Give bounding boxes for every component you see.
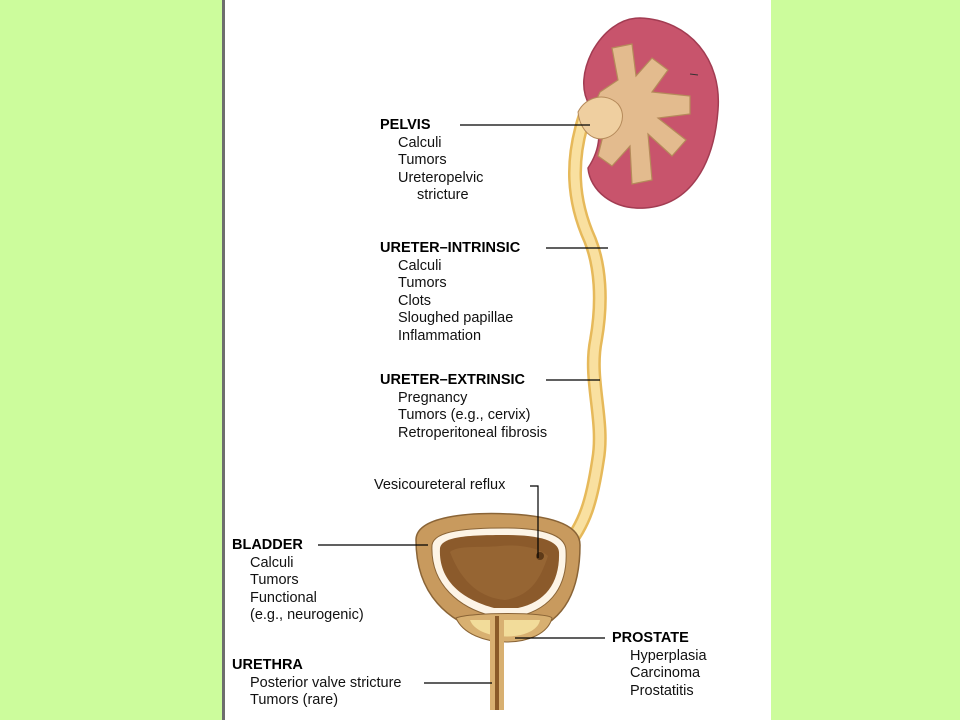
pelvis-item: Calculi xyxy=(398,134,442,151)
prostate-item: Prostatitis xyxy=(630,682,694,699)
pelvis-item: Tumors xyxy=(398,152,447,168)
bladder-item: Functional xyxy=(250,589,317,606)
ureter-intrinsic-item: Tumors xyxy=(398,275,447,291)
vesicoureteral-leader xyxy=(530,485,539,558)
bladder-item: Calculi xyxy=(250,554,294,571)
renal-pelvis xyxy=(577,96,623,140)
bladder-item: (e.g., neurogenic) xyxy=(250,607,364,623)
ureter-extrinsic-item: Tumors (e.g., cervix) xyxy=(398,407,531,423)
kidney-medulla xyxy=(587,43,691,185)
bladder-label: BLADDER Calculi Tumors Functional (e.g.,… xyxy=(232,537,364,625)
vesicoureteral-reflux-label: Vesicoureteral reflux xyxy=(374,477,506,493)
urethra-item: Posterior valve stricture xyxy=(250,674,402,691)
urethra-heading: URETHRA xyxy=(232,657,303,673)
bladder-heading: BLADDER xyxy=(232,537,303,553)
ureter-intrinsic-heading: URETER–INTRINSIC xyxy=(380,240,521,256)
kidney xyxy=(577,17,720,209)
pelvis-heading: PELVIS xyxy=(380,117,431,133)
pelvis-item: stricture xyxy=(417,187,469,203)
prostate-item: Carcinoma xyxy=(630,665,701,681)
urethra xyxy=(490,616,504,710)
ureter-intrinsic-item: Clots xyxy=(398,292,432,309)
prostate-heading: PROSTATE xyxy=(612,630,689,646)
ureter-extrinsic-label: URETER–EXTRINSIC Pregnancy Tumors (e.g.,… xyxy=(380,372,547,442)
pelvis-label: PELVIS Calculi Tumors Ureteropelvic stri… xyxy=(380,117,483,205)
ureter-intrinsic-item: Sloughed papillae xyxy=(398,310,514,326)
prostate-label: PROSTATE Hyperplasia Carcinoma Prostatit… xyxy=(612,630,707,700)
bladder xyxy=(415,512,581,633)
ureter-extrinsic-item: Pregnancy xyxy=(398,389,468,406)
ureter-intrinsic-item: Inflammation xyxy=(398,327,482,344)
ureter-intrinsic-label: URETER–INTRINSIC Calculi Tumors Clots Sl… xyxy=(380,240,520,345)
ureter-extrinsic-heading: URETER–EXTRINSIC xyxy=(380,372,526,388)
pelvis-item: Ureteropelvic xyxy=(398,169,484,186)
ureter-intrinsic-item: Calculi xyxy=(398,257,442,274)
urethra-item: Tumors (rare) xyxy=(250,692,339,708)
urethra-label: URETHRA Posterior valve stricture Tumors… xyxy=(232,657,402,710)
bladder-item: Tumors xyxy=(250,572,299,588)
prostate-item: Hyperplasia xyxy=(630,647,707,664)
ureter-extrinsic-item: Retroperitoneal fibrosis xyxy=(398,424,548,441)
